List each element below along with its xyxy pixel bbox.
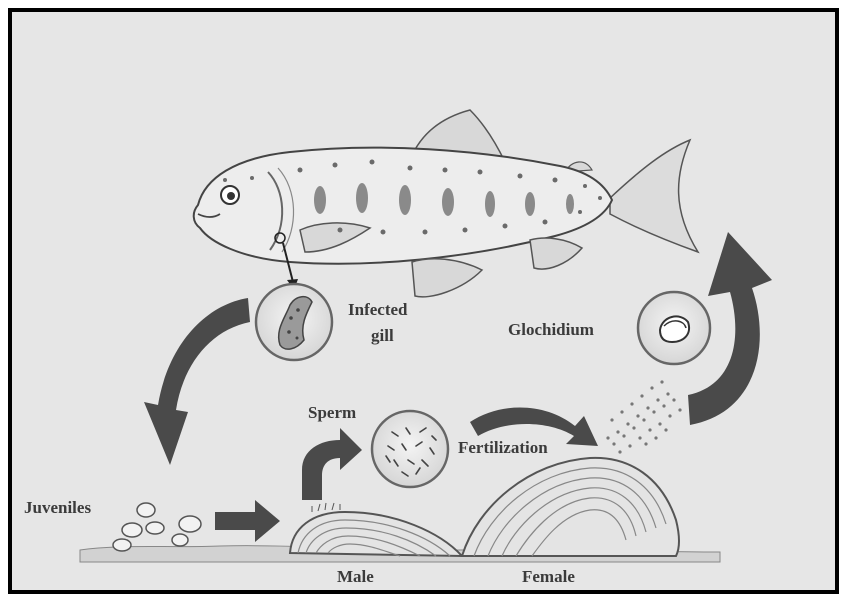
fertilization-label: Fertilization (458, 438, 548, 457)
sperm-inset (372, 411, 448, 487)
infected-gill-inset (256, 284, 332, 360)
infected-gill-label: Infected gill (348, 300, 412, 345)
fish-anal-fin (530, 238, 582, 269)
sperm-label: Sperm (308, 403, 356, 422)
host-fish (194, 110, 698, 297)
arrow-juveniles-to-male (215, 500, 280, 542)
female-label: Female (522, 567, 575, 586)
arrow-gill-to-juveniles (144, 298, 250, 465)
infected-gill-label-line-2: gill (371, 326, 394, 345)
glochidium-inset (638, 292, 710, 364)
juveniles-label: Juveniles (24, 498, 91, 517)
fish-pelvic-fin (412, 259, 482, 297)
male-label: Male (337, 567, 374, 586)
female-mussel (462, 458, 679, 556)
released-glochidia (606, 380, 681, 453)
juvenile-mussels (113, 503, 201, 551)
infected-gill-label-line-1: Infected (348, 300, 408, 319)
male-mussel (290, 503, 462, 556)
glochidium-label: Glochidium (508, 320, 594, 339)
fish-tail-fin (610, 140, 698, 252)
arrow-male-to-sperm (302, 428, 362, 500)
